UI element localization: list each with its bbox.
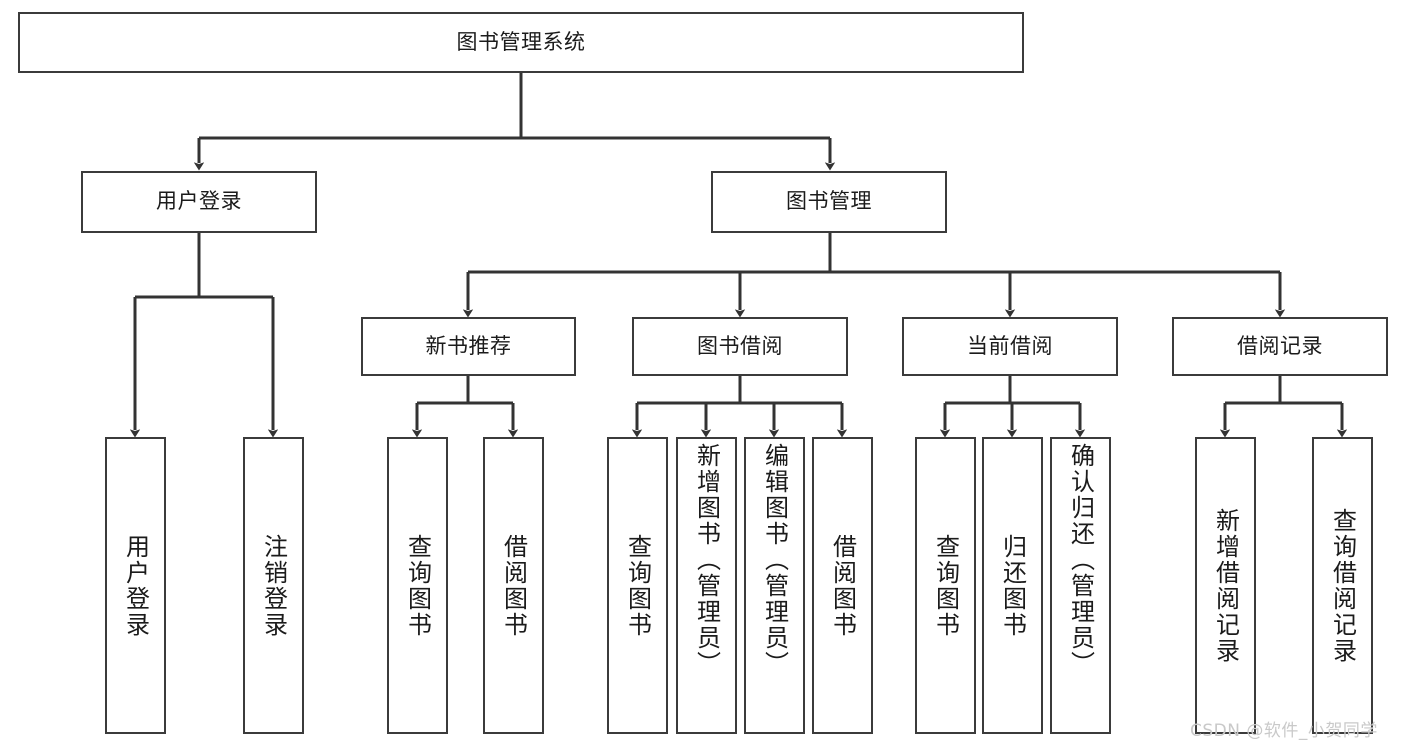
node-label: 确认归还（管理员） (1066, 443, 1095, 677)
node-label: 当前借阅 (967, 333, 1053, 358)
node-label: 新增图书（管理员） (692, 443, 721, 677)
node-label: 图书管理 (786, 189, 872, 214)
node-label: 用户登录 (156, 189, 242, 214)
csdn-watermark: CSDN @软件_小贺同学 (1190, 721, 1378, 741)
node-label: 图书借阅 (697, 333, 783, 358)
node-label: 注销登录 (259, 533, 288, 638)
leaf-new-book-borrow-book[interactable]: 借阅图书 (483, 437, 544, 734)
node-label: 新书推荐 (425, 333, 512, 358)
node-book-management[interactable]: 图书管理 (711, 171, 947, 233)
node-root-book-management-system[interactable]: 图书管理系统 (18, 12, 1024, 73)
node-book-borrow[interactable]: 图书借阅 (632, 317, 848, 376)
node-label: 归还图书 (998, 533, 1027, 638)
leaf-current-return-book[interactable]: 归还图书 (982, 437, 1043, 734)
node-label: 用户登录 (121, 533, 150, 638)
node-label: 借阅记录 (1237, 333, 1323, 358)
leaf-record-add-borrow-record[interactable]: 新增借阅记录 (1195, 437, 1256, 734)
node-current-borrow[interactable]: 当前借阅 (902, 317, 1118, 376)
node-label: 查询借阅记录 (1328, 507, 1357, 664)
leaf-borrow-add-book-admin[interactable]: 新增图书（管理员） (676, 437, 737, 734)
leaf-new-book-query-book[interactable]: 查询图书 (387, 437, 448, 734)
leaf-user-login-login[interactable]: 用户登录 (105, 437, 166, 734)
node-label: 查询图书 (623, 533, 652, 638)
leaf-record-query-borrow-record[interactable]: 查询借阅记录 (1312, 437, 1373, 734)
node-user-login[interactable]: 用户登录 (81, 171, 317, 233)
node-borrow-record[interactable]: 借阅记录 (1172, 317, 1388, 376)
node-label: 编辑图书（管理员） (760, 443, 789, 677)
leaf-borrow-borrow-book[interactable]: 借阅图书 (812, 437, 873, 734)
node-label: 借阅图书 (828, 533, 857, 638)
node-label: 图书管理系统 (456, 29, 586, 54)
node-new-book-recommend[interactable]: 新书推荐 (361, 317, 576, 376)
leaf-borrow-edit-book-admin[interactable]: 编辑图书（管理员） (744, 437, 805, 734)
node-label: 新增借阅记录 (1211, 507, 1240, 664)
node-label: 查询图书 (403, 533, 432, 638)
node-label: 查询图书 (931, 533, 960, 638)
leaf-user-login-logout[interactable]: 注销登录 (243, 437, 304, 734)
leaf-borrow-query-book[interactable]: 查询图书 (607, 437, 668, 734)
leaf-current-confirm-return-admin[interactable]: 确认归还（管理员） (1050, 437, 1111, 734)
leaf-current-query-book[interactable]: 查询图书 (915, 437, 976, 734)
node-label: 借阅图书 (499, 533, 528, 638)
